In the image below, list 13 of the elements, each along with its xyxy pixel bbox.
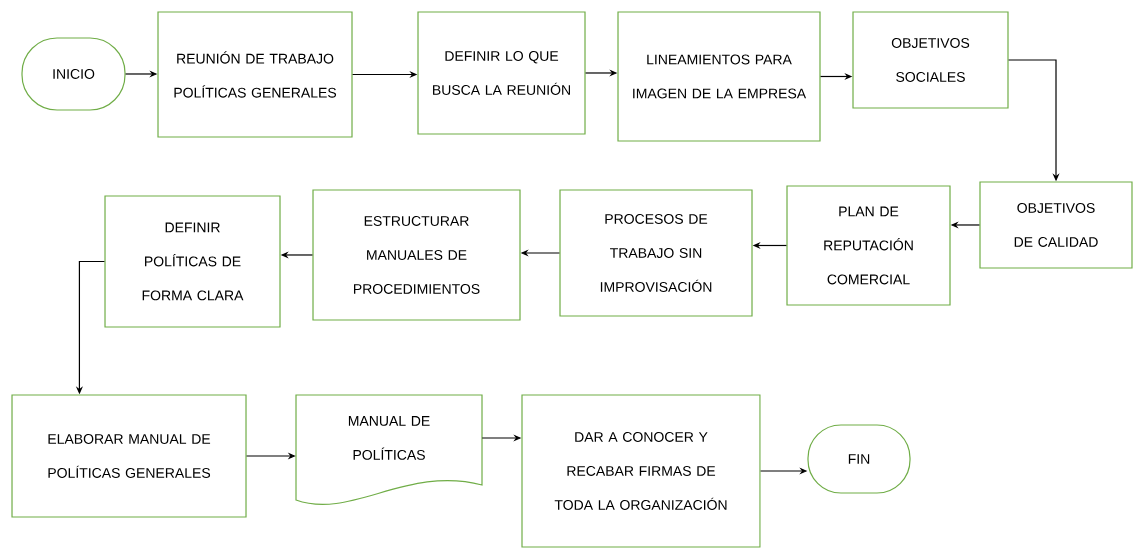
- process-box: DAR A CONOCER Y RECABAR FIRMAS DE TODA LA ORGANIZACIÓN: [521, 394, 761, 548]
- process-box: ESTRUCTURAR MANUALES DE PROCEDIMIENTOS: [312, 189, 521, 321]
- process-box: PLAN DE REPUTACIÓN COMERCIAL: [786, 185, 951, 306]
- process-box: ELABORAR MANUAL DE POLÍTICAS GENERALES: [11, 394, 247, 518]
- process-box: OBJETIVOS SOCIALES: [852, 11, 1009, 109]
- process-box: OBJETIVOS DE CALIDAD: [979, 181, 1133, 269]
- process-box: REUNIÓN DE TRABAJO POLÍTICAS GENERALES: [157, 11, 353, 138]
- process-box: DEFINIR LO QUE BUSCA LA REUNIÓN: [417, 11, 586, 135]
- terminator: INICIO: [21, 37, 126, 111]
- process-box: PROCESOS DE TRABAJO SIN IMPROVISACIÓN: [559, 189, 753, 317]
- process-box: LINEAMIENTOS PARA IMAGEN DE LA EMPRESA: [617, 11, 821, 142]
- process-box: DEFINIR POLÍTICAS DE FORMA CLARA: [104, 195, 281, 328]
- terminator: FIN: [807, 424, 911, 494]
